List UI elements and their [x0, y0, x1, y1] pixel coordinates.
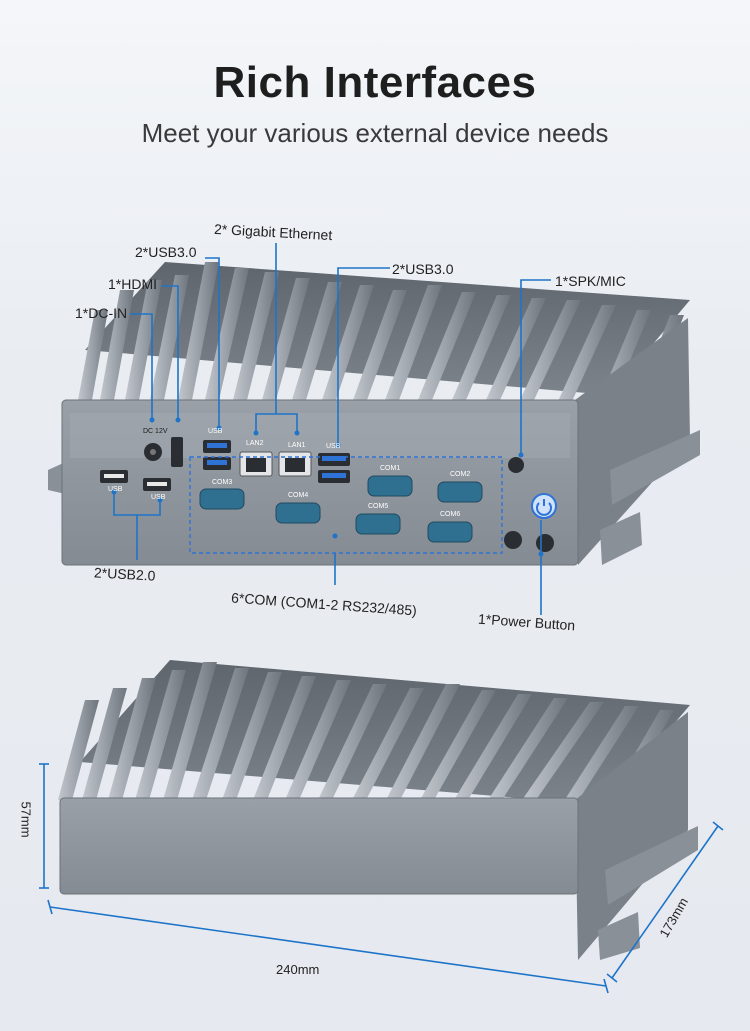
- com2-panel-label: COM2: [450, 471, 471, 478]
- com-group-outline: [189, 456, 503, 554]
- power-button: [531, 493, 557, 519]
- usb2-port-2: [143, 478, 171, 491]
- callout-dots: [111, 417, 544, 557]
- callout-spk-mic: 1*SPK/MIC: [555, 273, 626, 289]
- com-ports: [199, 475, 483, 543]
- callout-dc-in: 1*DC-IN: [75, 305, 128, 321]
- usb-panel-label-4: USB: [151, 494, 166, 501]
- hdmi-port: [171, 437, 183, 467]
- usb-panel-label-2: USB: [326, 443, 341, 450]
- page-subtitle: Meet your various external device needs: [141, 118, 609, 148]
- lan1-panel-label: LAN1: [288, 442, 306, 449]
- lan1-port: [278, 451, 312, 477]
- com3-panel-label: COM3: [212, 479, 233, 486]
- callout-usb3-right: 2*USB3.0: [392, 261, 454, 277]
- callout-usb2: 2*USB2.0: [93, 564, 156, 584]
- callout-usb3-left: 2*USB3.0: [135, 244, 197, 260]
- dimension-height: 57mm: [18, 801, 34, 838]
- com5-panel-label: COM5: [368, 503, 389, 510]
- lan2-panel-label: LAN2: [246, 440, 264, 447]
- bottom-unit: [58, 660, 698, 960]
- dc-in-port: [144, 443, 162, 461]
- usb3-ports-left: [203, 440, 231, 470]
- usb2-port-1: [100, 470, 128, 483]
- dc-panel-label: DC 12V: [143, 428, 168, 435]
- com1-panel-label: COM1: [380, 465, 401, 472]
- callout-lines: [113, 243, 551, 615]
- dimension-lines: [39, 763, 724, 994]
- com6-panel-label: COM6: [440, 511, 461, 518]
- usb3-ports-right: [318, 453, 350, 483]
- callout-hdmi: 1*HDMI: [108, 276, 158, 292]
- top-unit: [48, 262, 700, 566]
- usb-panel-label-3: USB: [108, 486, 123, 493]
- dimension-width: 240mm: [276, 962, 320, 977]
- page-title: Rich Interfaces: [213, 58, 537, 107]
- usb-panel-label-1: USB: [208, 428, 223, 435]
- com4-panel-label: COM4: [288, 492, 309, 499]
- lan2-port: [239, 451, 273, 477]
